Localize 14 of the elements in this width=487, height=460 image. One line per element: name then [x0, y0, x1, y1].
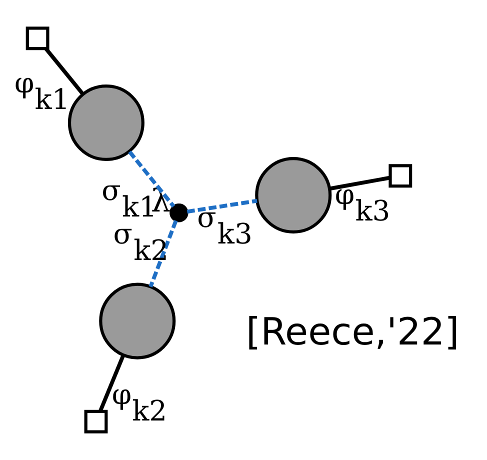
label: [Reece,'22]	[246, 310, 460, 354]
node-circle	[170, 204, 188, 222]
connector	[148, 220, 178, 288]
connector	[44, 48, 84, 96]
connector	[98, 354, 126, 412]
node-box	[388, 164, 412, 188]
node-circle	[68, 84, 144, 162]
node-circle	[255, 156, 332, 234]
connector	[329, 176, 391, 191]
node-box	[84, 410, 108, 434]
node-box	[26, 26, 50, 50]
connector	[186, 198, 258, 214]
node-circle	[99, 282, 176, 360]
connector	[128, 150, 176, 208]
